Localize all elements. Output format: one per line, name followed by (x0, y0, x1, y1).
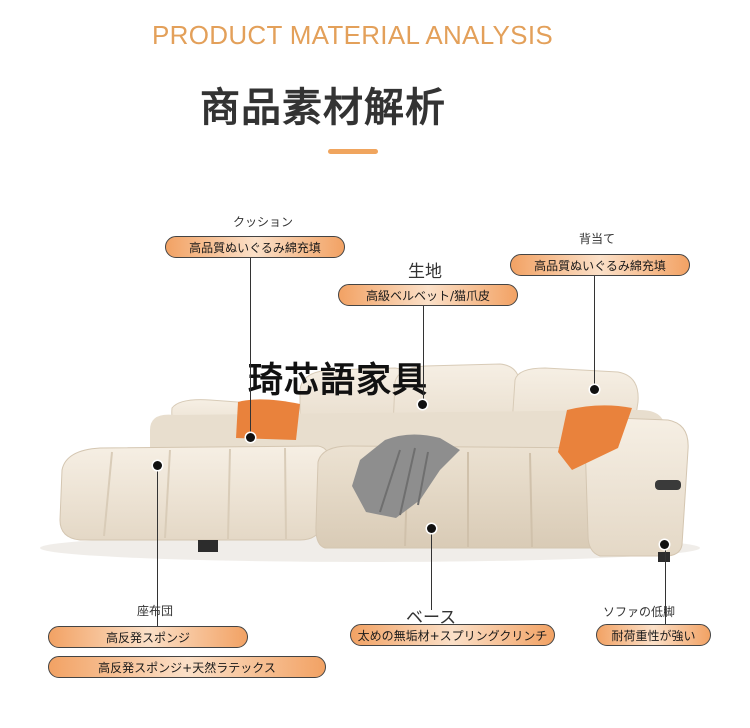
orange-pillow-left (236, 399, 300, 440)
seat-pill-2: 高反発スポンジ+天然ラテックス (48, 656, 326, 678)
backrest-pill: 高品質ぬいぐるみ綿充填 (510, 254, 690, 276)
sofa-leg-right (658, 552, 670, 562)
legs-label: ソファの低脚 (603, 605, 676, 619)
point-cushion (246, 433, 255, 442)
point-fabric (418, 400, 427, 409)
point-seat (153, 461, 162, 470)
chaise-seam-4 (284, 447, 287, 540)
fabric-label: 生地 (408, 262, 442, 282)
chaise-seam-2 (164, 449, 171, 539)
fabric-pill: 高級ベルベット/猫爪皮 (338, 284, 518, 306)
japanese-title: 商品素材解析 (200, 85, 446, 131)
point-base (427, 524, 436, 533)
brand-watermark: 琦芯語家具 (248, 361, 429, 401)
cushion-pill: 高品質ぬいぐるみ綿充填 (165, 236, 345, 258)
armrest-handle (655, 480, 681, 490)
legs-pill: 耐荷重性が強い (596, 624, 711, 646)
base-pill: 太めの無垢材+スプリングクリンチ (350, 624, 555, 646)
chaise-seat (59, 445, 331, 541)
base-label: ベース (406, 608, 457, 628)
leader-seat (157, 466, 158, 632)
leader-legs (665, 546, 666, 628)
point-legs (660, 540, 669, 549)
seat-seam-3 (529, 452, 533, 548)
leader-base (431, 530, 432, 610)
leader-fabric (423, 295, 424, 405)
seat-label: 座布団 (137, 604, 174, 618)
sofa-leg-left (198, 540, 218, 552)
orange-pillow-right (558, 405, 632, 470)
seat-pill-1: 高反発スポンジ (48, 626, 248, 648)
leader-cushion (250, 245, 251, 440)
cushion-label: クッション (233, 215, 294, 229)
leader-backrest (594, 272, 595, 390)
english-title: PRODUCT MATERIAL ANALYSIS (152, 20, 553, 50)
blanket-fold (379, 447, 429, 516)
chaise-seam-3 (227, 448, 231, 540)
point-backrest (590, 385, 599, 394)
throw-blanket (352, 434, 460, 518)
backrest-label: 背当て (579, 232, 616, 246)
chaise-seam-1 (103, 451, 113, 537)
title-underline (328, 149, 378, 154)
